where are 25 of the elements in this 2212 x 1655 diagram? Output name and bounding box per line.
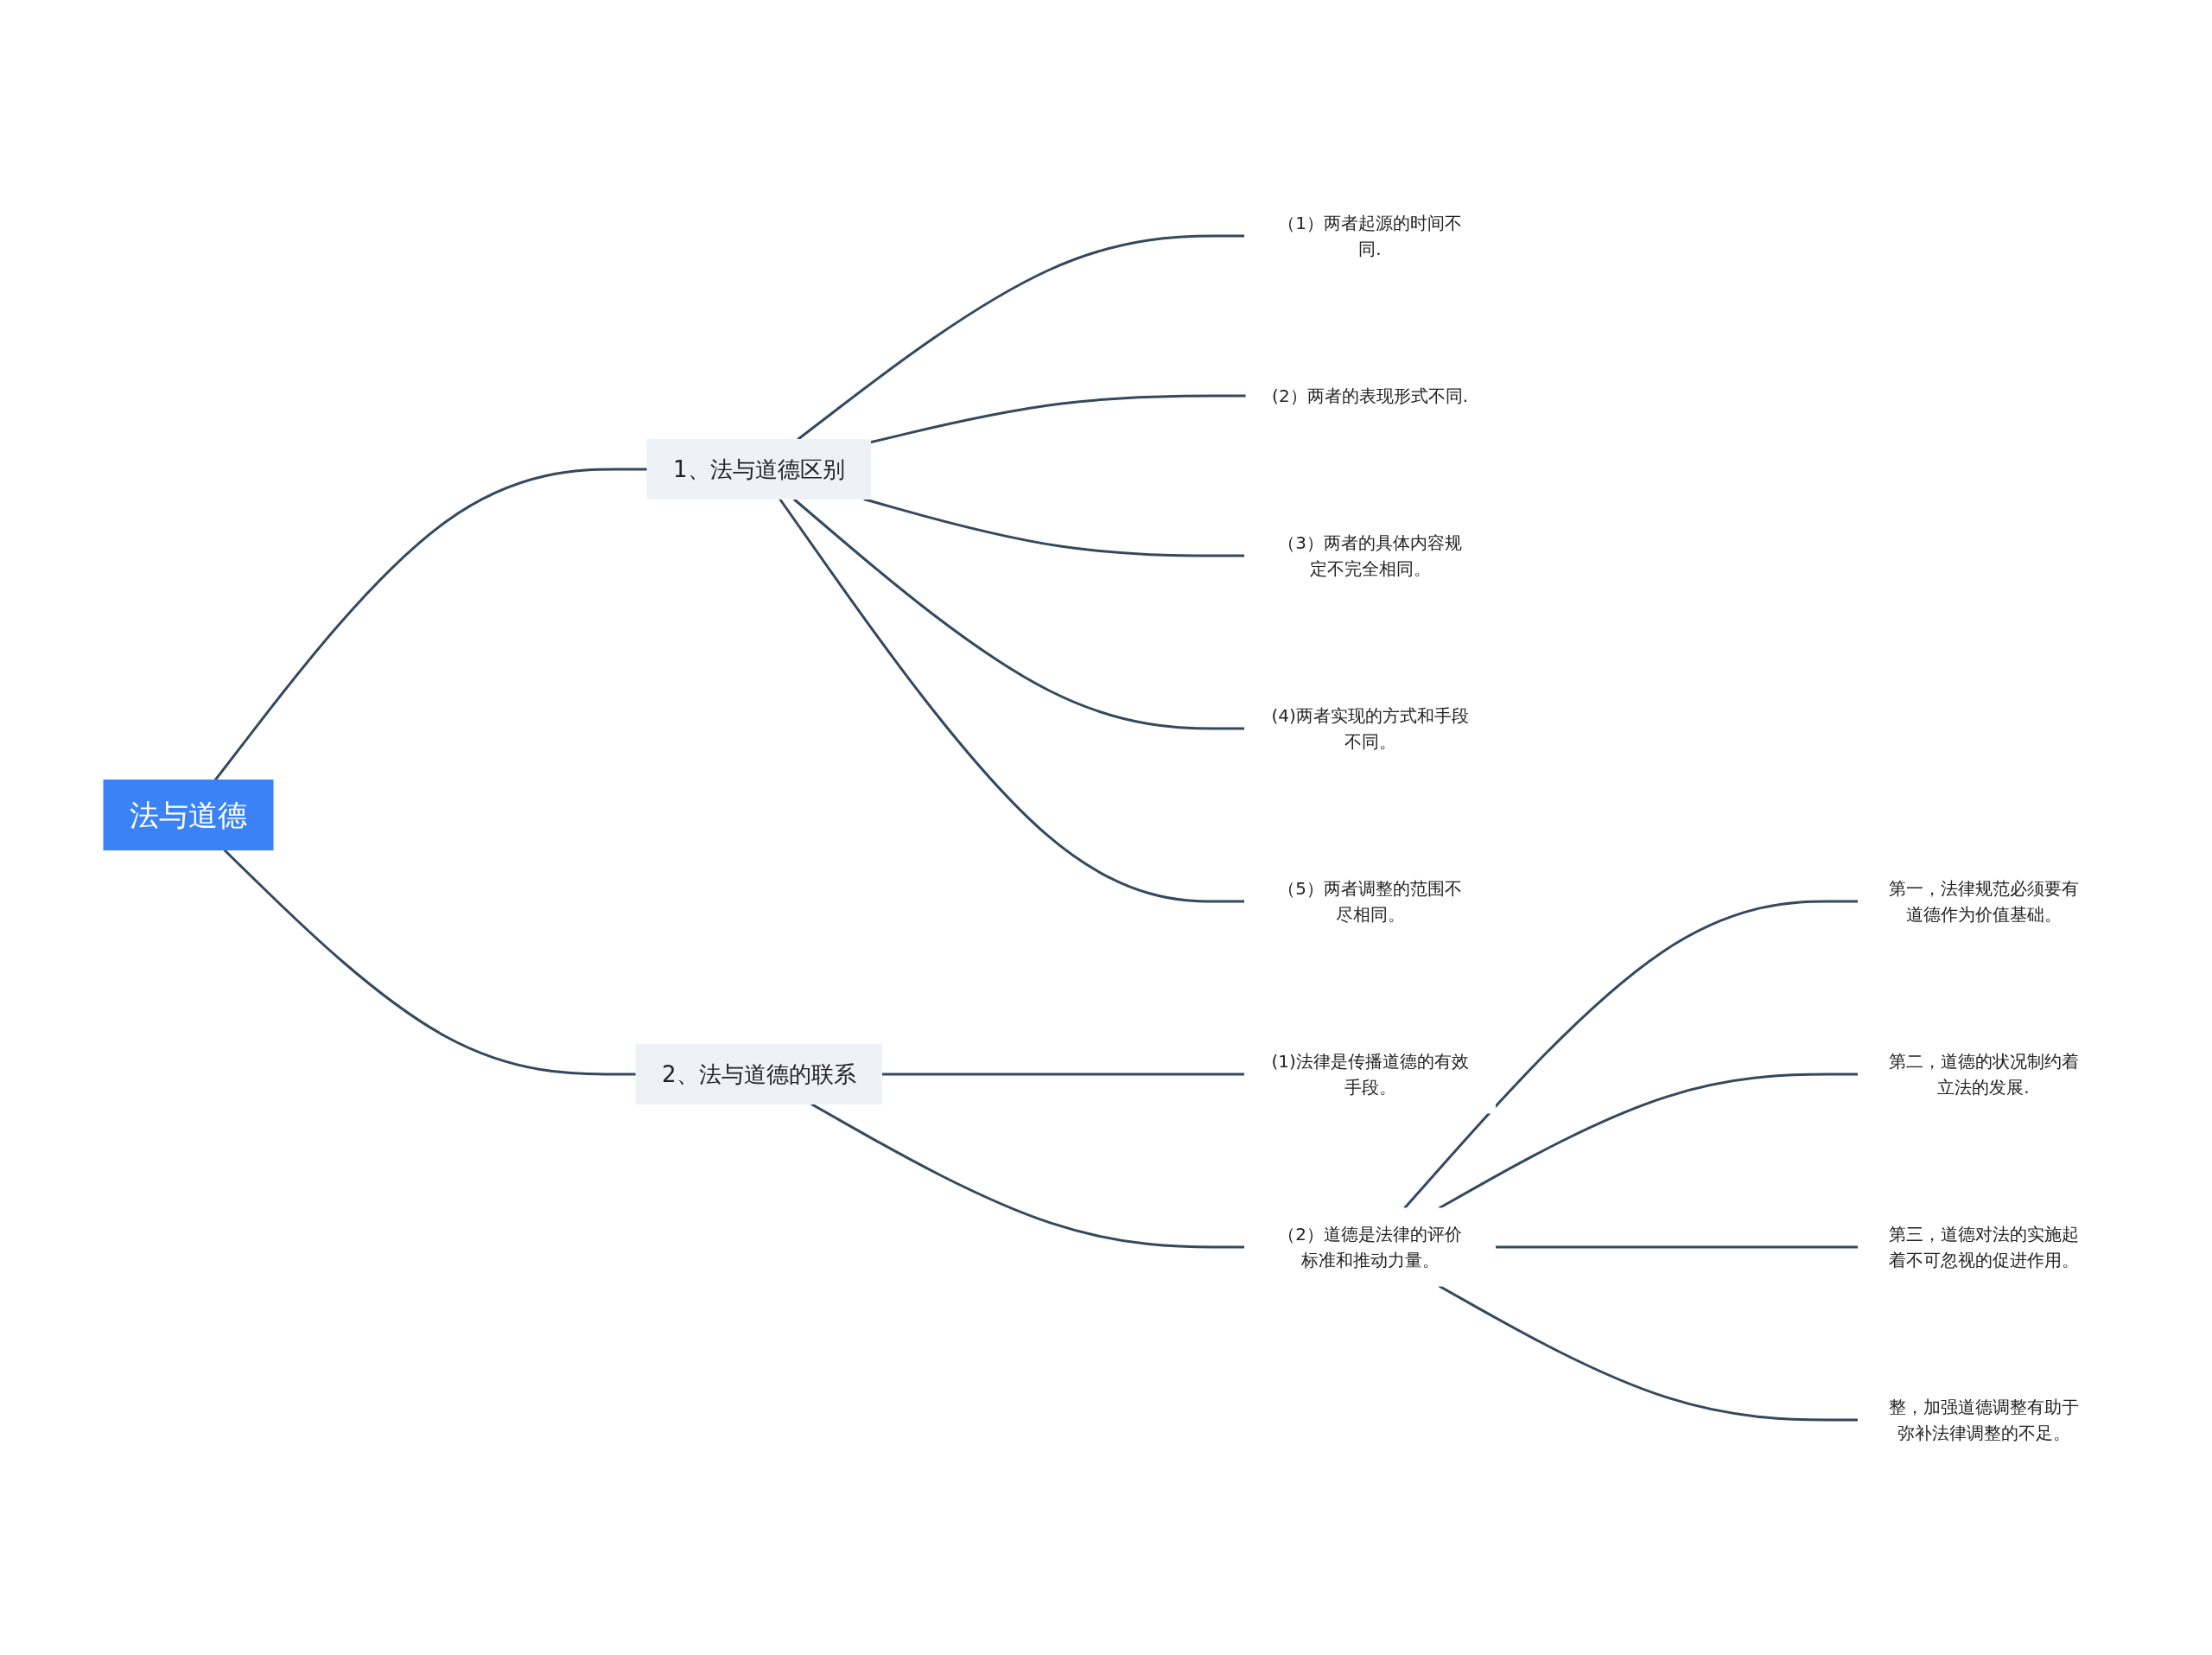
node-box: 1、法与道德区别: [646, 438, 871, 500]
node-text: （1）两者起源的时间不同.: [1277, 212, 1462, 259]
node-box: 2、法与道德的联系: [635, 1043, 882, 1104]
node-text: 第二，道德的状况制约着立法的发展.: [1888, 1050, 2079, 1098]
connector: [869, 394, 1246, 443]
node-text: (1)法律是传播道德的有效手段。: [1271, 1050, 1469, 1098]
connector: [863, 497, 1245, 557]
connector: [213, 468, 647, 780]
connector: [1438, 1284, 1859, 1421]
connector: [779, 498, 1245, 902]
node-text: (4)两者实现的方式和手段不同。: [1271, 704, 1469, 752]
connector: [1403, 900, 1859, 1209]
node-text: （2）道德是法律的评价标准和推动力量。: [1277, 1223, 1462, 1270]
connector: [797, 234, 1245, 441]
node-box: 法与道德: [103, 779, 274, 850]
node-text: （5）两者调整的范围不尽相同。: [1277, 877, 1462, 925]
connector: [792, 497, 1245, 729]
node-text: 整，加强道德调整有助于弥补法律调整的不足。: [1888, 1396, 2079, 1443]
node-text: （3）两者的具体内容规定不完全相同。: [1277, 532, 1462, 579]
node-text: (2）两者的表现形式不同.: [1271, 385, 1468, 406]
node-text: 第三，道德对法的实施起着不可忽视的促进作用。: [1888, 1223, 2079, 1270]
connector: [881, 1073, 1245, 1075]
connector: [1438, 1073, 1859, 1209]
node-text: 第一，法律规范必须要有道德作为价值基础。: [1888, 877, 2079, 925]
connector: [1495, 1245, 1859, 1248]
